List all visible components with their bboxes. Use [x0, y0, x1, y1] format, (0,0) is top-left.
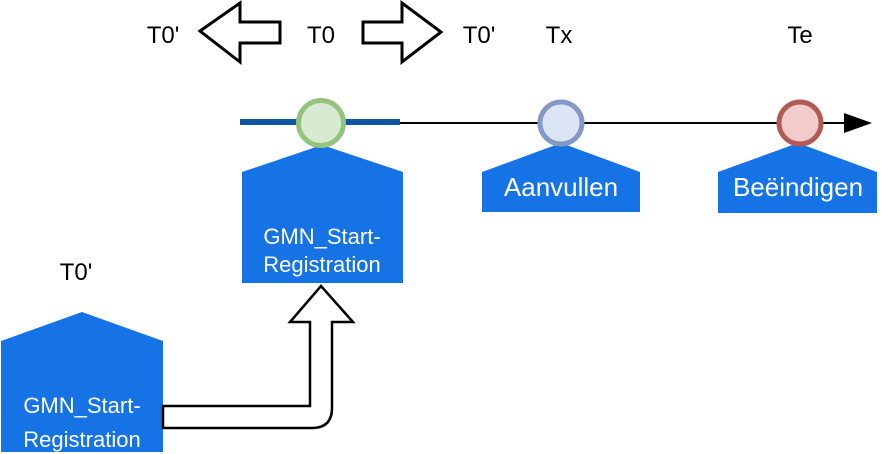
beeindigen-banner-label: Beëindigen	[733, 172, 863, 202]
start-banner-label-line2: Registration	[263, 252, 380, 277]
start-registration-banner: GMN_Start- Registration	[242, 145, 403, 283]
beeindigen-event-circle	[776, 99, 824, 147]
pre-registration-banner-shape	[1, 312, 163, 452]
bent-connector-arrow-icon	[161, 284, 356, 430]
aanvullen-banner-label: Aanvullen	[504, 172, 618, 202]
label-t0-prime-left: T0'	[147, 22, 180, 49]
label-t0-prime-right: T0'	[463, 22, 496, 49]
pre-registration-label-line1: GMN_Start-	[23, 393, 140, 418]
block-arrow-left-icon	[197, 0, 282, 66]
beeindigen-banner-shape	[718, 143, 877, 213]
aanvullen-event-circle	[537, 99, 585, 147]
pre-registration-label-line2: Registration	[23, 427, 140, 452]
axis-arrowhead-icon	[844, 113, 872, 133]
pre-registration-time-label: T0'	[60, 259, 93, 286]
event-banners: GMN_Start- Registration Aanvullen Beëind…	[1, 143, 877, 452]
start-banner-shape	[242, 145, 403, 283]
pre-registration-banner: T0' GMN_Start- Registration	[1, 259, 163, 452]
block-arrow-right-icon	[361, 0, 444, 66]
label-tx: Tx	[546, 22, 573, 49]
beeindigen-banner: Beëindigen	[718, 143, 877, 213]
event-circles	[296, 98, 824, 148]
time-labels: T0' T0 T0' Tx Te	[147, 22, 813, 49]
aanvullen-banner: Aanvullen	[482, 143, 640, 212]
start-event-circle	[296, 98, 346, 148]
time-shift-arrows	[197, 0, 444, 66]
label-te: Te	[787, 22, 812, 49]
aanvullen-banner-shape	[482, 143, 640, 212]
label-t0: T0	[307, 22, 335, 49]
start-banner-label-line1: GMN_Start-	[263, 224, 380, 249]
